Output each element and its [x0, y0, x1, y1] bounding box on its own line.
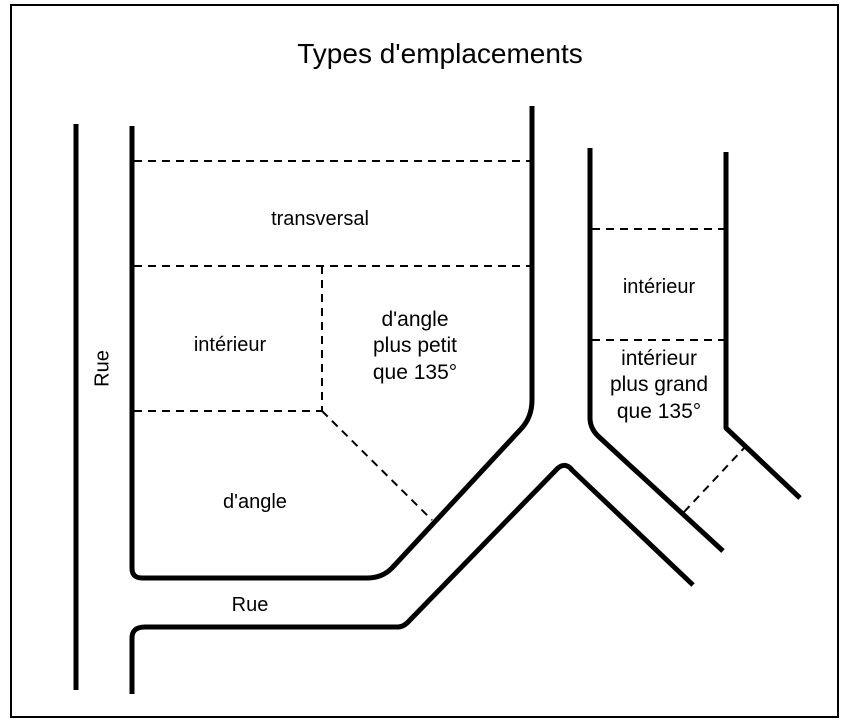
right-lot-line-diagonal — [683, 445, 747, 513]
main-block-outline — [129, 106, 535, 581]
label-street-vertical: Rue — [91, 350, 114, 387]
diagram-frame — [10, 4, 839, 718]
label-interior-large: intérieur plus grand que 135° — [609, 347, 709, 423]
label-interior-right: intérieur — [622, 276, 696, 298]
street-lower-edge — [129, 462, 695, 694]
label-interior-left: intérieur — [193, 334, 267, 356]
right-block-right-edge — [723, 152, 802, 500]
label-corner: d'angle — [223, 491, 287, 513]
label-angle-small: d'angle plus petit que 135° — [372, 308, 458, 384]
label-street-horizontal: Rue — [231, 594, 269, 616]
label-transversal: transversal — [271, 208, 369, 230]
lot-line-diagonal — [321, 410, 433, 521]
right-block-left-edge — [587, 148, 725, 553]
diagram-title: Types d'emplacements — [297, 38, 583, 69]
